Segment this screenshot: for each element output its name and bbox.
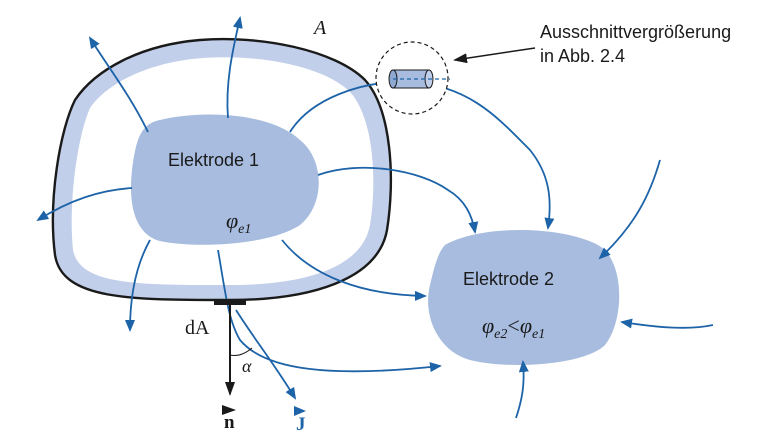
- label-zoom-line1: Ausschnittvergrößerung: [540, 22, 731, 42]
- field-lines: [36, 16, 714, 419]
- label-normal-vector: n: [222, 405, 236, 433]
- svg-text:J: J: [296, 414, 306, 435]
- label-zoom-line2: in Abb. 2.4: [540, 46, 625, 66]
- note-arrow: [453, 47, 536, 64]
- field-line: [289, 81, 555, 230]
- label-electrode-2-potential: φe2<φe1: [482, 313, 545, 342]
- field-line: [598, 159, 661, 260]
- field-line: [281, 239, 427, 301]
- field-line: [217, 249, 442, 373]
- field-line: [125, 239, 151, 332]
- label-alpha: α: [242, 356, 252, 376]
- label-electrode-1: Elektrode 1: [168, 150, 259, 170]
- label-current-density: J: [294, 406, 306, 435]
- svg-text:n: n: [224, 412, 235, 433]
- field-line: [515, 360, 529, 419]
- field-line: [317, 166, 479, 234]
- cylinder-icon: [388, 69, 450, 89]
- field-line: [226, 16, 243, 119]
- label-da: dA: [185, 317, 210, 339]
- field-line: [88, 36, 149, 133]
- label-surface-a: A: [312, 17, 327, 39]
- field-line: [36, 187, 133, 222]
- electrode-2-body: [428, 230, 620, 365]
- electrode-1-body: [130, 114, 319, 245]
- label-electrode-1-potential: φe1: [226, 208, 251, 237]
- field-line: [620, 318, 714, 329]
- field-line: [235, 309, 297, 400]
- angle-arc: [229, 347, 253, 356]
- label-electrode-2: Elektrode 2: [463, 269, 554, 289]
- surface-element-da: [214, 299, 246, 305]
